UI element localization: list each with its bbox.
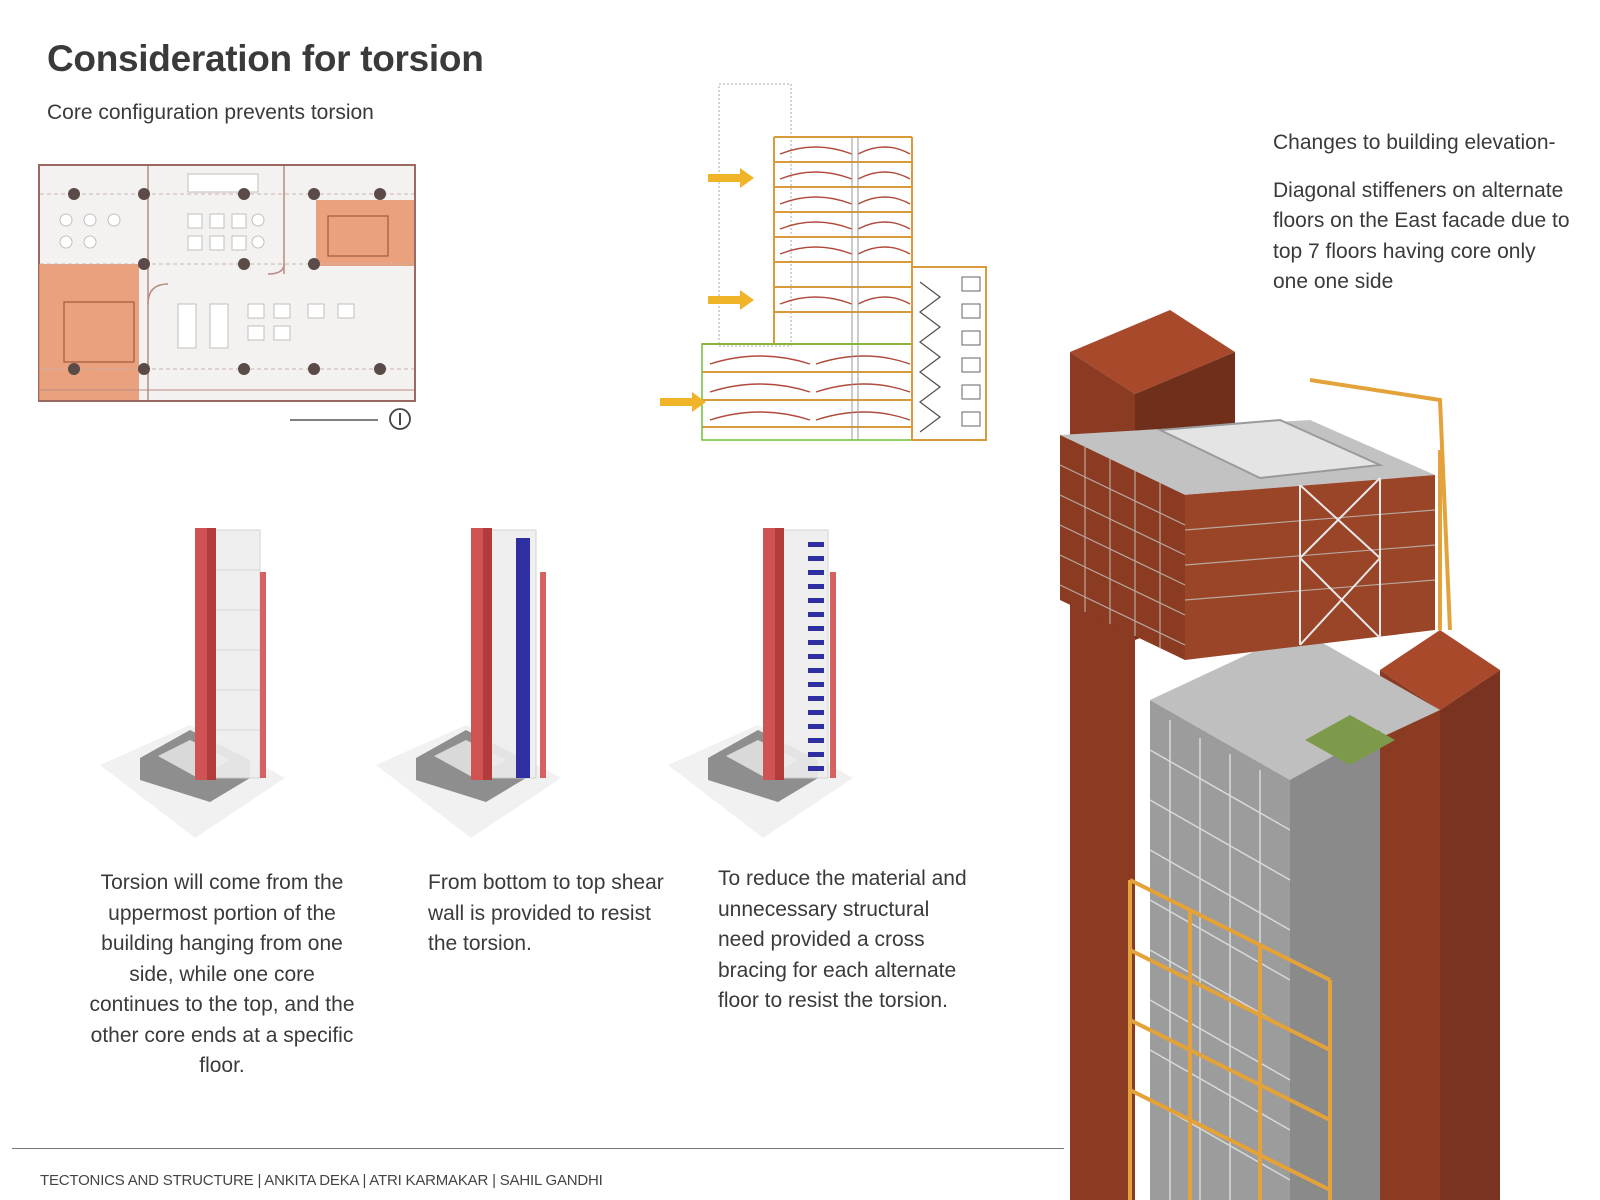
- model-caption-3: To reduce the material and unnecessary s…: [718, 867, 967, 1012]
- side-note-heading: Changes to building elevation-: [1273, 131, 1556, 154]
- page-title: Consideration for torsion: [47, 38, 484, 79]
- floor-plan-drawing: [38, 164, 416, 430]
- torsion-model-shear-wall: [376, 528, 561, 838]
- footer-credits: TECTONICS AND STRUCTURE | ANKITA DEKA | …: [40, 1172, 603, 1189]
- side-note-body: Diagonal stiffeners on alternate floors …: [1273, 178, 1570, 294]
- model-caption-1: Torsion will come from the uppermost por…: [89, 871, 355, 1077]
- footer-divider: [12, 1148, 1064, 1149]
- torsion-model-cross-bracing: [668, 528, 853, 838]
- side-note: Changes to building elevation- Diagonal …: [1273, 128, 1573, 315]
- page-subtitle: Core configuration prevents torsion: [47, 101, 374, 124]
- torsion-model-hanging: [100, 528, 285, 838]
- isometric-tower-drawing: [1060, 310, 1500, 1200]
- model-caption-2: From bottom to top shear wall is provide…: [428, 871, 664, 955]
- building-section-drawing: [660, 83, 987, 441]
